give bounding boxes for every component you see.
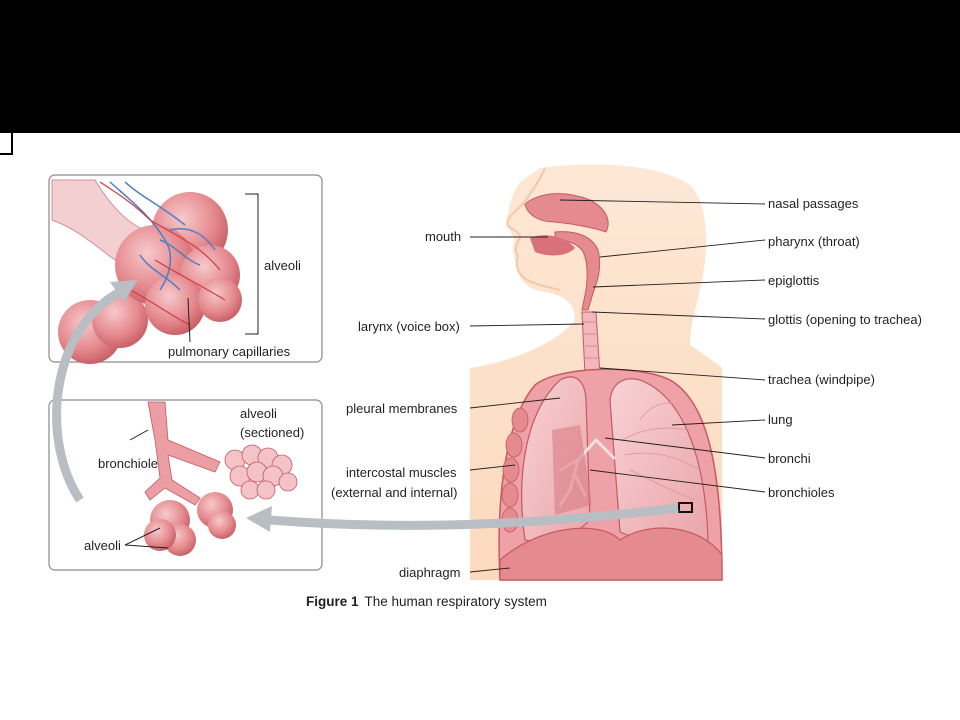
top-black-band — [0, 0, 960, 133]
capillary-leader — [187, 297, 191, 343]
alveoli-bracket — [245, 193, 259, 335]
label-alveoli-sectioned-1: alveoli — [240, 406, 277, 421]
body-figure — [470, 164, 723, 581]
label-bronchioles: bronchioles — [768, 485, 835, 500]
label-mouth: mouth — [425, 229, 462, 244]
label-intercostal-1: intercostal muscles — [346, 465, 457, 480]
arrow-head-bottom — [246, 506, 272, 532]
nasal-cavity — [524, 193, 609, 233]
label-pleural-membranes: pleural membranes — [346, 401, 458, 416]
label-trachea: trachea (windpipe) — [768, 372, 875, 387]
lung-section — [552, 425, 592, 515]
label-nasal-passages: nasal passages — [768, 196, 859, 211]
tongue — [530, 235, 575, 256]
arrow-to-inset-top — [52, 288, 123, 503]
label-larynx: larynx (voice box) — [358, 319, 460, 334]
label-bronchi: bronchi — [768, 451, 811, 466]
figure-number: Figure 1 — [306, 594, 359, 609]
pharynx-tube — [554, 231, 601, 311]
alveoli-cluster-top — [51, 179, 259, 364]
corner-mark — [0, 133, 13, 155]
left-lung-texture — [621, 402, 701, 501]
label-lung: lung — [768, 412, 793, 427]
alveoli-leader-1 — [124, 527, 161, 546]
label-pharynx: pharynx (throat) — [768, 234, 860, 249]
inset-bottom-frame — [48, 399, 323, 571]
arrow-to-inset-bottom — [269, 503, 679, 530]
label-diaphragm: diaphragm — [399, 565, 461, 580]
alveoli-leader-2 — [124, 544, 169, 549]
figure-caption: Figure 1 The human respiratory system — [306, 594, 547, 609]
face-profile — [506, 167, 561, 291]
leader-lines — [469, 199, 766, 573]
capillary-network — [109, 181, 216, 291]
label-inset-alveoli-bottom: alveoli — [84, 538, 121, 553]
label-epiglottis: epiglottis — [768, 273, 820, 288]
label-intercostal-2: (external and internal) — [331, 485, 458, 500]
label-bronchiole: bronchiole — [98, 456, 158, 471]
bronchiole-tree-bottom — [124, 401, 298, 556]
label-pulmonary-capillaries: pulmonary capillaries — [168, 344, 291, 359]
label-inset-alveoli: alveoli — [264, 258, 301, 273]
alveoli-sectioned — [224, 444, 298, 500]
bronchiole-branch — [144, 401, 221, 506]
bronchiole-leader — [129, 429, 149, 441]
diaphragm-muscle — [499, 527, 723, 581]
detail-marker — [678, 502, 693, 513]
arterial-network — [99, 181, 226, 326]
label-alveoli-sectioned-2: (sectioned) — [240, 425, 305, 440]
label-glottis: glottis (opening to trachea) — [768, 312, 922, 327]
figure-caption-text: The human respiratory system — [364, 594, 547, 609]
arrow-head-top — [110, 280, 138, 302]
